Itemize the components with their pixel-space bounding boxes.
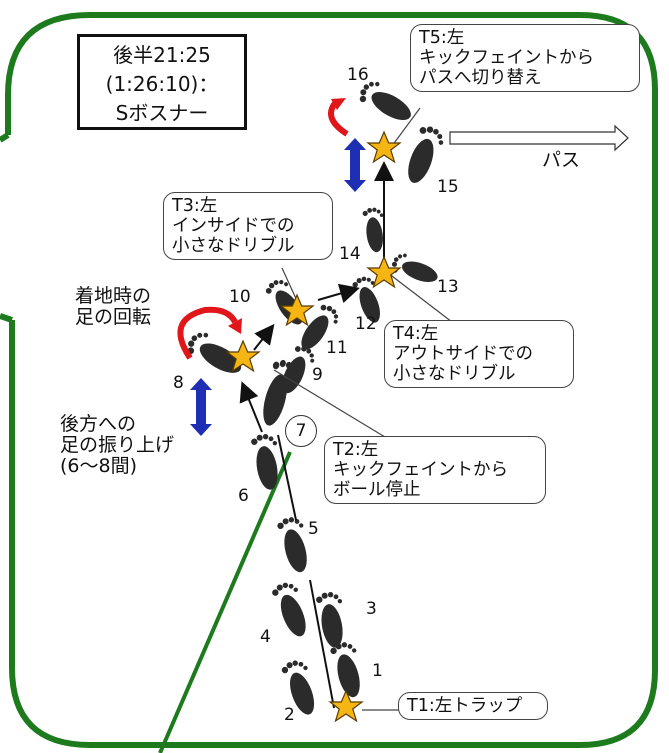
callout-t3: T3:左 インサイドでの 小さなドリブル xyxy=(163,192,333,260)
step-number-8: 8 xyxy=(173,373,184,393)
callout-t2: T2:左 キックフェイントから ボール停止 xyxy=(324,436,546,504)
step-number-14: 14 xyxy=(339,244,361,264)
callout-t4-line-2: アウトサイドでの xyxy=(393,344,533,364)
callout-t4-line-3: 小さなドリブル xyxy=(393,364,516,384)
callout-t1: T1:左トラップ xyxy=(398,692,548,720)
title-box: 後半21:25 (1:26:10)： Sボスナー xyxy=(77,34,247,130)
callout-t5-line-2: キックフェイントから xyxy=(419,48,594,68)
rotation-label: 着地時の 足の回転 xyxy=(75,286,151,328)
pointer-line xyxy=(158,451,292,753)
callout-t2-line-3: ボール停止 xyxy=(333,480,421,500)
title-line-1: 後半21:25 xyxy=(113,43,211,67)
step-number-9: 9 xyxy=(312,365,323,385)
callout-t3-line-2: インサイドでの xyxy=(172,216,295,236)
swing-label-line-1: 後方への xyxy=(60,413,137,435)
pass-arrow xyxy=(449,124,629,152)
rotation-label-line-2: 足の回転 xyxy=(75,306,152,328)
step-number-5: 5 xyxy=(308,519,319,539)
callout-t2-line-1: T2:左 xyxy=(333,440,379,460)
swing-label: 後方への 足の振り上げ (6〜8間) xyxy=(60,414,174,477)
title-line-2: (1:26:10)： xyxy=(105,72,219,96)
step-number-7: 7 xyxy=(285,415,317,447)
footprints xyxy=(183,76,448,719)
step-number-1: 1 xyxy=(372,661,383,681)
step-number-10: 10 xyxy=(229,287,251,307)
swing-label-line-3: (6〜8間) xyxy=(60,455,138,477)
green-frame xyxy=(5,12,658,748)
title-line-3: Sボスナー xyxy=(115,101,209,125)
step-number-2: 2 xyxy=(284,705,295,725)
callout-t5-line-1: T5:左 xyxy=(419,28,465,48)
rotation-label-line-1: 着地時の xyxy=(75,285,152,307)
pass-label: パス xyxy=(542,149,581,171)
callout-t1-line-1: T1:左トラップ xyxy=(407,696,523,716)
callout-t4: T4:左 アウトサイドでの 小さなドリブル xyxy=(384,320,574,388)
swing-label-line-2: 足の振り上げ xyxy=(60,434,175,456)
path-arrows xyxy=(239,161,394,709)
step-number-16: 16 xyxy=(347,65,369,85)
step-number-3: 3 xyxy=(366,599,377,619)
step-number-4: 4 xyxy=(260,627,271,647)
step-number-15: 15 xyxy=(437,177,459,197)
step-number-13: 13 xyxy=(437,277,459,297)
callout-t5-line-3: パスへ切り替え xyxy=(419,68,542,88)
blue-double-arrows xyxy=(190,138,366,436)
callout-t3-line-1: T3:左 xyxy=(172,196,218,216)
step-number-11: 11 xyxy=(326,338,348,358)
callout-t2-line-2: キックフェイントから xyxy=(333,460,508,480)
red-rotation-arrows xyxy=(177,100,349,360)
callout-leaders xyxy=(273,107,453,711)
callout-t3-line-3: 小さなドリブル xyxy=(172,236,295,256)
callout-t4-line-1: T4:左 xyxy=(393,324,439,344)
callout-t5: T5:左 キックフェイントから パスへ切り替え xyxy=(410,24,640,92)
step-number-12: 12 xyxy=(355,314,377,334)
step-number-6: 6 xyxy=(238,486,249,506)
